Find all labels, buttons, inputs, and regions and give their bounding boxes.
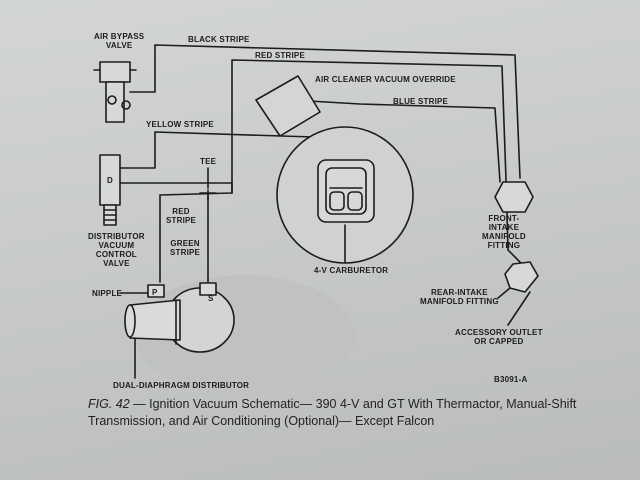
tee-fitting bbox=[199, 192, 217, 201]
port-p-label: P bbox=[152, 288, 158, 297]
nipple-label: NIPPLE bbox=[92, 289, 123, 298]
figure-number: FIG. 42 bbox=[88, 397, 130, 411]
black-stripe-label: BLACK STRIPE bbox=[188, 35, 250, 44]
air-cleaner-override-valve bbox=[255, 75, 321, 137]
red-stripe-lower-label: RED STRIPE bbox=[166, 207, 197, 225]
distributor-label: DUAL-DIAPHRAGM DISTRIBUTOR bbox=[113, 381, 250, 390]
figure-caption: FIG. 42 — Ignition Vacuum Schematic— 390… bbox=[88, 396, 588, 430]
red-stripe-top-label: RED STRIPE bbox=[255, 51, 306, 60]
rear-manifold-label: REAR-INTAKE MANIFOLD FITTING bbox=[420, 288, 499, 306]
carburetor-label: 4-V CARBURETOR bbox=[314, 266, 389, 275]
caption-text: — Ignition Vacuum Schematic— 390 4-V and… bbox=[88, 397, 577, 428]
port-d-label: D bbox=[107, 176, 113, 185]
distributor-vacuum-control-valve bbox=[99, 154, 121, 226]
front-intake-manifold-fitting bbox=[494, 181, 534, 213]
reference-code: B3091-A bbox=[494, 375, 528, 384]
red-stripe-hose bbox=[231, 59, 521, 263]
front-manifold-label: FRONT- INTAKE MANIFOLD FITTING bbox=[482, 214, 526, 250]
green-stripe-label: GREEN STRIPE bbox=[170, 239, 201, 257]
blue-stripe-hose bbox=[291, 99, 501, 183]
rear-fitting-leader bbox=[497, 287, 511, 299]
rear-intake-manifold-fitting bbox=[504, 261, 539, 293]
four-v-carburetor bbox=[317, 159, 375, 223]
air-cleaner-override-label: AIR CLEANER VACUUM OVERRIDE bbox=[315, 75, 456, 84]
tee-label: TEE bbox=[200, 157, 217, 166]
air-bypass-valve-label: AIR BYPASS VALVE bbox=[94, 32, 145, 50]
air-bypass-valve bbox=[93, 61, 137, 123]
black-stripe-hose bbox=[129, 44, 521, 179]
blue-stripe-label: BLUE STRIPE bbox=[393, 97, 449, 106]
accessory-outlet-label: ACCESSORY OUTLET OR CAPPED bbox=[455, 328, 543, 346]
yellow-stripe-label: YELLOW STRIPE bbox=[146, 120, 214, 129]
port-s-label: S bbox=[208, 294, 214, 303]
valve-to-tee-hose bbox=[119, 182, 233, 196]
distributor-valve-label: DISTRIBUTOR VACUUM CONTROL VALVE bbox=[88, 232, 145, 268]
accessory-outlet-leader bbox=[507, 291, 531, 326]
dual-diaphragm-distributor bbox=[124, 282, 235, 353]
